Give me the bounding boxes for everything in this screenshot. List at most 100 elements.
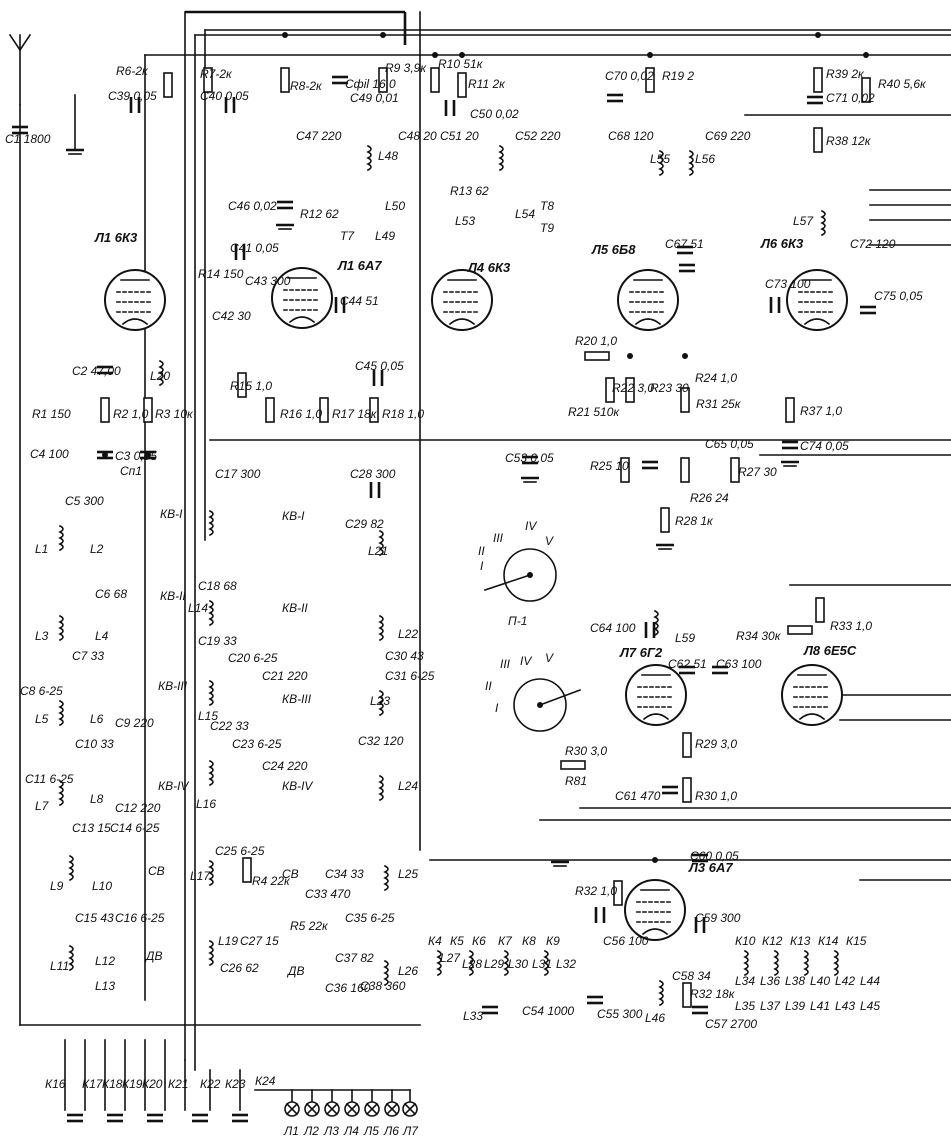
kv3a-label: КВ-III: [158, 679, 188, 693]
c16-label: С16 6-25: [115, 911, 165, 925]
tube-l5-6b8: Л5 6Б8: [591, 242, 679, 331]
c70-label: С70 0,02: [605, 69, 654, 83]
r14-label: R14 150: [198, 267, 244, 281]
l19-label: L19: [218, 934, 238, 948]
l56-label: L56: [695, 152, 715, 166]
l4-label: L4: [95, 629, 109, 643]
k-lo-3: К7: [498, 934, 513, 948]
r23-label: R23 30: [650, 381, 689, 395]
l-hi-6: L40: [810, 974, 830, 988]
r30b-label: R30 1,0: [695, 789, 737, 803]
l-hi-3: L37: [760, 999, 781, 1013]
sw2-roman-2: III: [500, 657, 511, 671]
l26-label: L26: [398, 964, 418, 978]
l-hi-7: L41: [810, 999, 830, 1013]
l-lo-4: L31: [532, 957, 552, 971]
c58-label: С58 34: [672, 969, 711, 983]
c42-label: С42 30: [212, 309, 251, 323]
r33-label: R33 1,0: [830, 619, 872, 633]
r13-label: R13 62: [450, 184, 489, 198]
l-hi-11: L45: [860, 999, 880, 1013]
c20-label: С20 6-25: [228, 651, 278, 665]
k-bottom-4: К20: [142, 1077, 163, 1091]
c69-label: С69 220: [705, 129, 751, 143]
c4-label: С4 100: [30, 447, 69, 461]
r20-label: R20 1,0: [575, 334, 617, 348]
tube-l1-6k3: Л1 6К3: [94, 230, 166, 331]
power-rails: [8, 10, 951, 1071]
l20-label: L20: [150, 369, 170, 383]
k-bottom-5: К21: [168, 1077, 188, 1091]
c62-label: С62 51: [668, 657, 707, 671]
k-lo-4: К8: [522, 934, 536, 948]
r39-label: R39 2к: [826, 67, 865, 81]
k-lo-2: К6: [472, 934, 486, 948]
r11-label: R11 2к: [468, 77, 506, 91]
c1-label: С1 1800: [5, 132, 51, 146]
tube-label: Л8 6Е5С: [803, 643, 857, 658]
c39-label: С39 0,05: [108, 89, 157, 103]
c32-label: С32 120: [358, 734, 404, 748]
tube-label: Л1 6А7: [337, 258, 382, 273]
r17-label: R17 18к: [332, 407, 378, 421]
cfil-label: Сфil 16,0: [345, 77, 396, 91]
sv-a-label: СВ: [148, 864, 165, 878]
c53-label: С53 0,05: [505, 451, 554, 465]
dv-b-label: ДВ: [286, 964, 304, 978]
kv1b-label: КВ-I: [282, 509, 305, 523]
kv4b-label: КВ-IV: [282, 779, 313, 793]
l22-label: L22: [398, 627, 418, 641]
tube-l7-6g2: Л7 6Г2: [619, 645, 687, 726]
r32b-label: R32 18к: [690, 987, 736, 1001]
c5-label: С5 300: [65, 494, 104, 508]
c45-label: С45 0,05: [355, 359, 404, 373]
l-lo-2: L29: [484, 957, 504, 971]
k-bottom-2: К18: [102, 1077, 123, 1091]
ground-symbol: [64, 94, 86, 156]
c21-label: С21 220: [262, 669, 308, 683]
l-lo-5: L32: [556, 957, 576, 971]
l55-label: L55: [650, 152, 670, 166]
sw2-roman-3: IV: [520, 654, 532, 668]
c33-label: С33 470: [305, 887, 351, 901]
kv4a-label: КВ-IV: [158, 779, 189, 793]
l12-label: L12: [95, 954, 115, 968]
l13-label: L13: [95, 979, 115, 993]
tube-label: Л5 6Б8: [591, 242, 636, 257]
c72-label: С72 120: [850, 237, 896, 251]
c41-label: С41 0,05: [230, 241, 279, 255]
l-hi-0: L34: [735, 974, 755, 988]
l9-label: L9: [50, 879, 64, 893]
l17-label: L17: [190, 869, 211, 883]
lamp-label-4: Л5: [363, 1124, 379, 1138]
r4-label: R4 22к: [252, 874, 291, 888]
l-lo-0: L27: [440, 951, 461, 965]
r22-label: R22 3,0: [612, 381, 654, 395]
tube-l8-6e5s: Л8 6Е5С: [781, 643, 857, 726]
tube-label: Л3 6А7: [688, 860, 733, 875]
p1-label: П-1: [508, 614, 527, 628]
c44-label: С44 51: [340, 294, 379, 308]
sw-roman-4: V: [545, 534, 554, 548]
r2-label: R2 1,0: [113, 407, 149, 421]
cp1-label: Сп1: [120, 464, 142, 478]
l-hi-1: L35: [735, 999, 755, 1013]
c13-label: С13 15: [72, 821, 111, 835]
r25-label: R25 10: [590, 459, 629, 473]
component-symbols: [10, 67, 878, 1015]
c67-label: С67 51: [665, 237, 704, 251]
r12-label: R12 62: [300, 207, 339, 221]
l7-label: L7: [35, 799, 50, 813]
k-bottom-0: К16: [45, 1077, 66, 1091]
c6-label: С6 68: [95, 587, 127, 601]
sw2-roman-4: V: [545, 651, 554, 665]
kv2a-label: КВ-II: [160, 589, 186, 603]
c59-label: С59 300: [695, 911, 741, 925]
kv1a-label: КВ-I: [160, 507, 183, 521]
k-bottom-6: К22: [200, 1077, 221, 1091]
c28-label: С28 300: [350, 467, 396, 481]
l59-label: L59: [675, 631, 695, 645]
c36-label: С36 160: [325, 981, 371, 995]
c51-label: С51 20: [440, 129, 479, 143]
r18-label: R18 1,0: [382, 407, 424, 421]
